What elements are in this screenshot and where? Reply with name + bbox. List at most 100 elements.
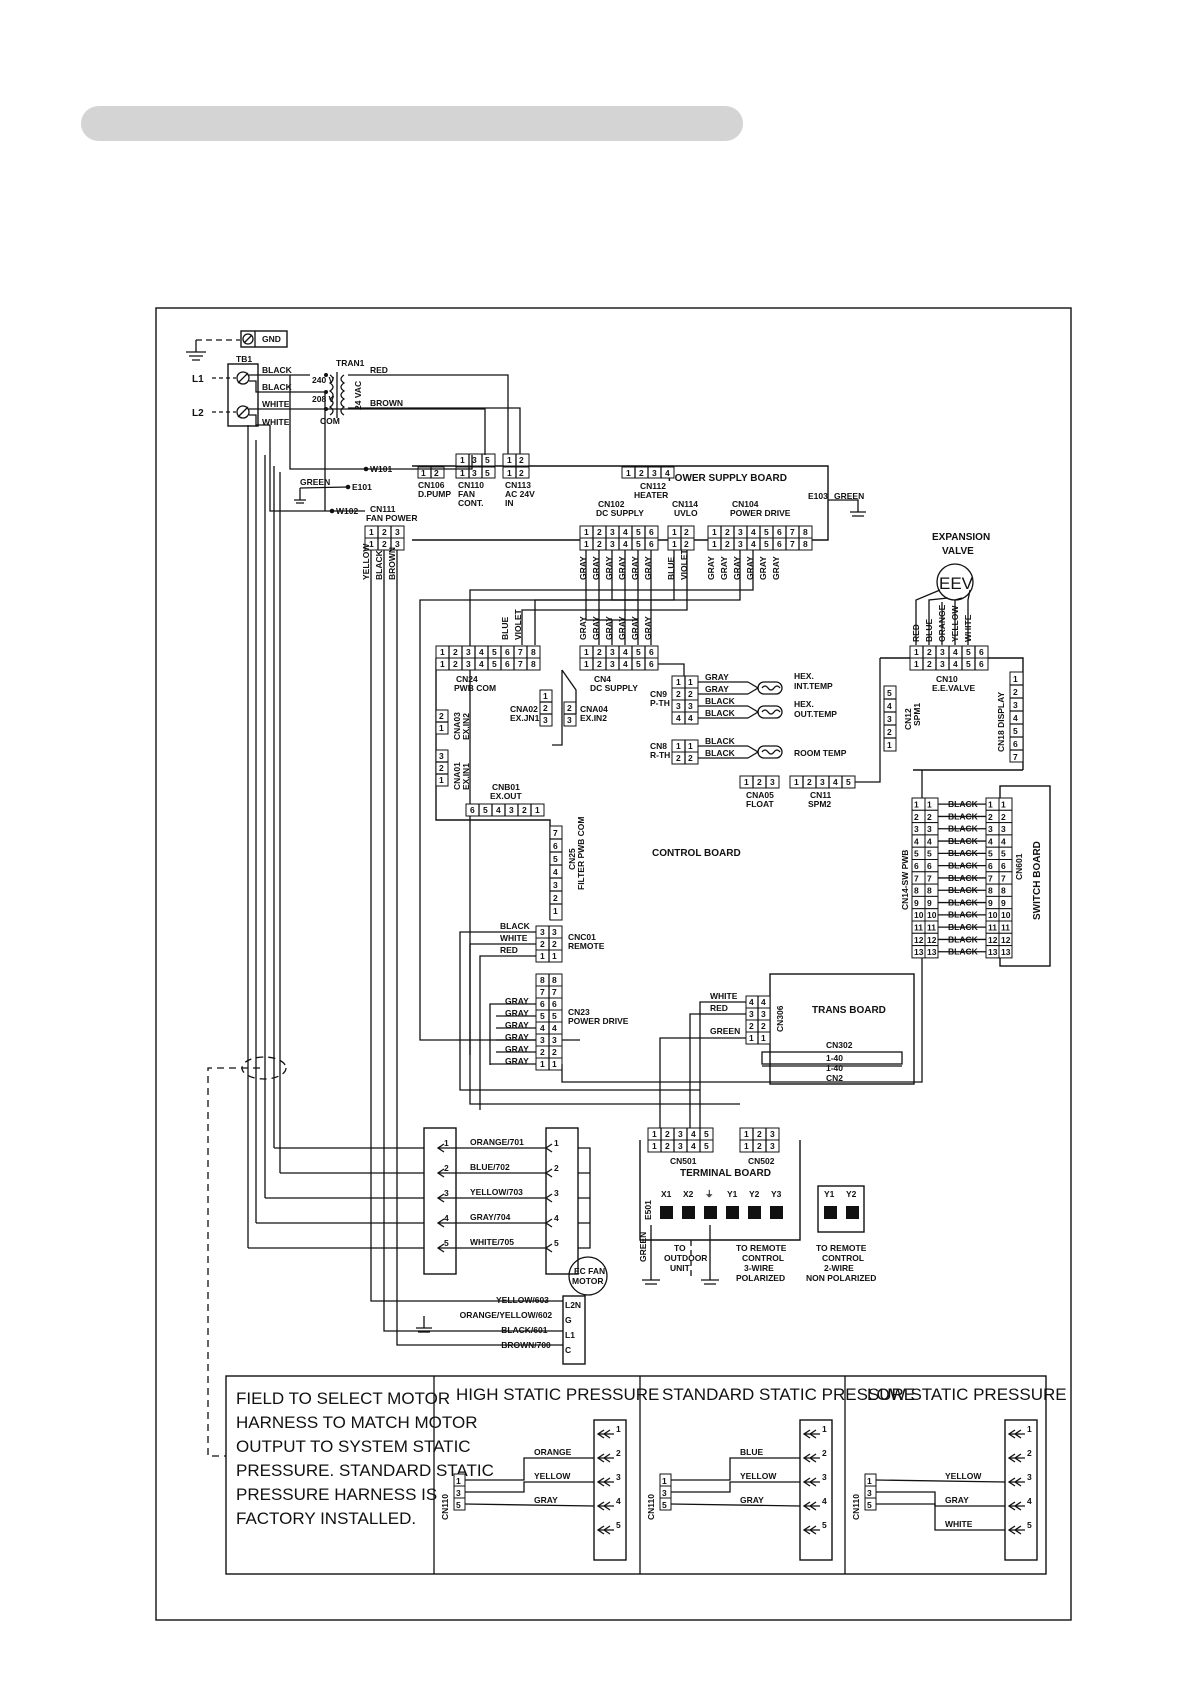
pin-number: 2 <box>1027 1448 1032 1458</box>
cn23-desc: POWER DRIVE <box>568 1016 629 1026</box>
cna01-desc: EX.IN1 <box>461 763 471 790</box>
svg-text:8: 8 <box>531 647 536 657</box>
svg-text:6: 6 <box>552 999 557 1009</box>
pin-number: 11 <box>988 923 997 933</box>
svg-text:1: 1 <box>672 527 677 537</box>
svg-text:2: 2 <box>1013 687 1018 697</box>
svg-text:1: 1 <box>369 527 374 537</box>
pin-number: 3 <box>927 824 932 834</box>
svg-text:CONTROL: CONTROL <box>742 1253 784 1263</box>
svg-text:GRAY: GRAY <box>771 556 781 580</box>
cn306-label: CN306 <box>775 1005 785 1032</box>
svg-text:BLACK: BLACK <box>705 736 736 746</box>
pin-number: 13 <box>927 947 937 957</box>
pin-number: 8 <box>1001 886 1006 896</box>
cn24-name: CN24 <box>456 674 478 684</box>
svg-text:5: 5 <box>636 539 641 549</box>
svg-text:8: 8 <box>552 975 557 985</box>
terminal-screw[interactable] <box>770 1206 783 1219</box>
pin-number: 3 <box>988 824 993 834</box>
svg-text:1: 1 <box>688 741 693 751</box>
svg-text:TO REMOTE: TO REMOTE <box>816 1243 867 1253</box>
svg-text:2: 2 <box>684 527 689 537</box>
cn502-label: CN502 <box>748 1156 775 1166</box>
svg-text:2: 2 <box>725 539 730 549</box>
terminal-screw[interactable] <box>682 1206 695 1219</box>
svg-text:6: 6 <box>505 659 510 669</box>
svg-text:3: 3 <box>540 927 545 937</box>
pin-number: 1 <box>444 1138 449 1148</box>
fan-pin: G <box>565 1315 572 1325</box>
svg-text:3: 3 <box>940 647 945 657</box>
svg-text:2: 2 <box>382 527 387 537</box>
svg-text:GREEN: GREEN <box>710 1026 740 1036</box>
wire-black: BLACK <box>948 799 979 809</box>
svg-text:4: 4 <box>751 527 756 537</box>
terminal-screw[interactable] <box>824 1206 837 1219</box>
wire-black: BLACK <box>948 873 979 883</box>
svg-text:7: 7 <box>790 539 795 549</box>
svg-text:GRAY: GRAY <box>604 616 614 640</box>
svg-text:1: 1 <box>460 468 465 478</box>
legend-panels: HIGH STATIC PRESSURECN11013512345ORANGEY… <box>440 1385 1067 1561</box>
legend-wire-label: ORANGE <box>534 1447 572 1457</box>
legend-note-line: HARNESS TO MATCH MOTOR <box>236 1413 478 1432</box>
pin-number: 10 <box>927 910 937 920</box>
svg-text:BLACK: BLACK <box>705 748 736 758</box>
diagram-frame <box>155 307 1072 1621</box>
svg-text:5: 5 <box>887 688 892 698</box>
tran1-com: COM <box>320 416 340 426</box>
pin-number: 2 <box>444 1163 449 1173</box>
wire-black: BLACK <box>948 836 979 846</box>
svg-text:5: 5 <box>764 527 769 537</box>
cna05-name: CNA05 <box>746 790 774 800</box>
svg-text:6: 6 <box>470 805 475 815</box>
wire-black: BLACK <box>948 947 979 957</box>
svg-text:4: 4 <box>479 647 484 657</box>
svg-text:2: 2 <box>434 468 439 478</box>
pin-number: 11 <box>927 923 936 933</box>
svg-text:GRAY: GRAY <box>745 556 755 580</box>
svg-text:4: 4 <box>496 805 501 815</box>
terminal-screw[interactable] <box>660 1206 673 1219</box>
cn113-desc1: AC 24V <box>505 489 535 499</box>
cn4-name: CN4 <box>594 674 611 684</box>
gray-bundle-cn104: GRAY GRAY GRAY GRAY GRAY GRAY <box>706 556 781 580</box>
svg-text:3: 3 <box>652 468 657 478</box>
svg-text:6: 6 <box>649 539 654 549</box>
svg-text:1: 1 <box>688 677 693 687</box>
terminal-board-title: TERMINAL BOARD <box>680 1168 771 1179</box>
ev-title-1: EXPANSION <box>932 532 990 543</box>
terminal-screw[interactable] <box>704 1206 717 1219</box>
terminal-label: Y1 <box>727 1189 738 1199</box>
cn112-desc: HEATER <box>634 490 668 500</box>
terminal-screw[interactable] <box>726 1206 739 1219</box>
svg-text:3: 3 <box>738 527 743 537</box>
svg-text:1: 1 <box>439 723 444 733</box>
green-e501: GREEN <box>638 1232 648 1262</box>
pin-number: 4 <box>1027 1496 1032 1506</box>
svg-text:GRAY: GRAY <box>617 556 627 580</box>
cn110-label: CN110 <box>440 1494 450 1520</box>
svg-text:3-WIRE: 3-WIRE <box>744 1263 774 1273</box>
terminal-screw[interactable] <box>748 1206 761 1219</box>
svg-text:GRAY: GRAY <box>719 556 729 580</box>
svg-text:2: 2 <box>725 527 730 537</box>
svg-text:3: 3 <box>472 468 477 478</box>
svg-text:4: 4 <box>552 1023 557 1033</box>
terminal-screw[interactable] <box>846 1206 859 1219</box>
svg-text:1: 1 <box>540 951 545 961</box>
pin-number: 3 <box>456 1488 461 1498</box>
switch-board-title: SWITCH BOARD <box>1032 841 1043 920</box>
cn23-name: CN23 <box>568 1007 590 1017</box>
svg-text:2: 2 <box>887 727 892 737</box>
cn12-name: CN12 <box>903 708 913 730</box>
pin-number: 5 <box>662 1500 667 1510</box>
pin-number: 2 <box>914 812 919 822</box>
svg-text:2: 2 <box>567 703 572 713</box>
